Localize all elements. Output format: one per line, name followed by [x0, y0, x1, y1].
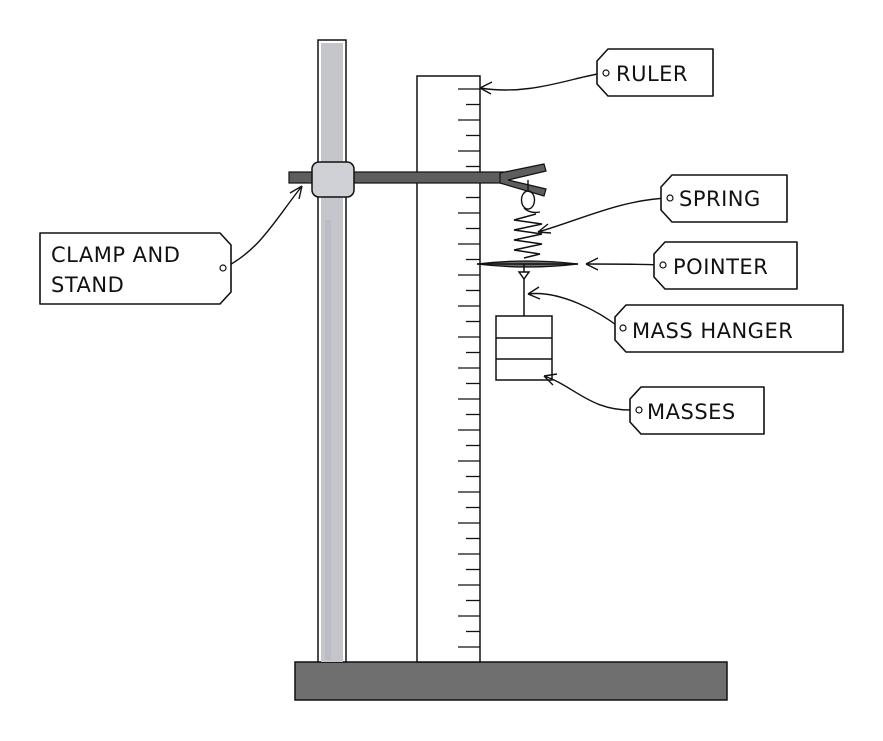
mass-hanger-leader-arrow — [527, 286, 541, 300]
ruler-label: RULER — [616, 62, 688, 86]
spring-leader — [537, 197, 669, 233]
clamp-leader-arrow — [289, 185, 303, 200]
ruler-leader — [479, 72, 604, 91]
masses-leader — [543, 375, 637, 411]
pointer-tag: POINTER — [653, 241, 798, 290]
masses — [495, 315, 553, 381]
pointer-leader — [585, 263, 661, 266]
stand-pole — [317, 39, 347, 663]
mass-hanger — [517, 264, 531, 316]
pointer — [476, 260, 579, 268]
pointer-label: POINTER — [673, 255, 768, 279]
ruler-tag: RULER — [596, 48, 714, 97]
masses-leader-arrow — [543, 373, 558, 386]
masses-label: MASSES — [647, 400, 736, 424]
mass-hanger-tag: MASS HANGER — [614, 304, 844, 353]
spring-hook — [520, 180, 541, 214]
clamp-label-line1: CLAMP AND — [51, 243, 180, 267]
clamp-boss — [311, 161, 355, 198]
spring-label: SPRING — [679, 187, 761, 211]
pointer-leader-arrow — [585, 257, 599, 271]
spring — [513, 213, 543, 259]
clamp-and-stand-tag: CLAMP AND STAND — [39, 232, 232, 305]
clamp-arm — [288, 163, 547, 197]
clamp-leader — [223, 185, 303, 269]
clamp-label-line2: STAND — [51, 273, 124, 297]
ruler-leader-arrow — [479, 81, 493, 95]
mass-hanger-label: MASS HANGER — [632, 319, 793, 343]
spring-leader-arrow — [537, 223, 552, 234]
ruler — [416, 75, 481, 663]
mass-hanger-leader — [527, 292, 621, 329]
spring-tag: SPRING — [660, 174, 788, 223]
masses-tag: MASSES — [629, 386, 765, 435]
stand-base — [294, 661, 728, 701]
